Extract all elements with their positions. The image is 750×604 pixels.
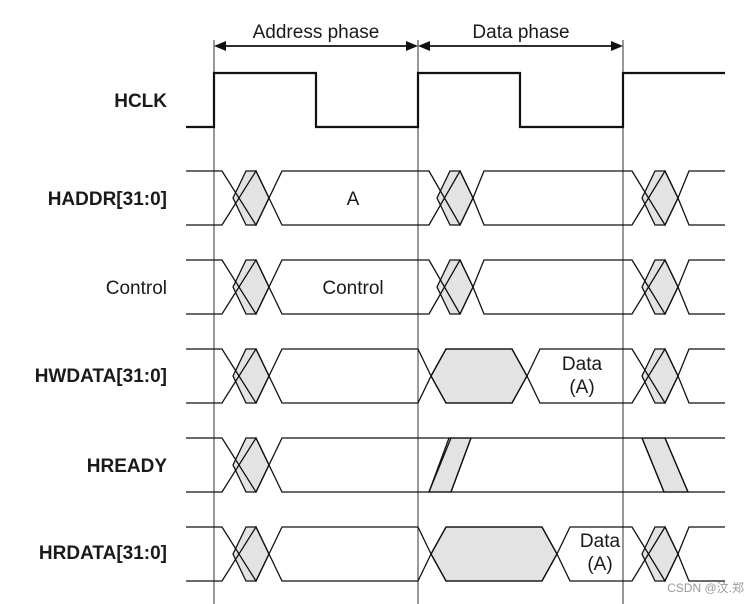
hrdata-waveform xyxy=(186,525,725,583)
signal-label-hwdata: HWDATA[31:0] xyxy=(35,366,167,387)
haddr-value: A xyxy=(347,189,360,210)
clock-edge-guides xyxy=(213,40,624,604)
hwdata-value-line2: (A) xyxy=(569,377,594,398)
haddr-waveform xyxy=(186,169,725,227)
hwdata-value-line1: Data xyxy=(562,354,603,375)
signal-label-haddr: HADDR[31:0] xyxy=(48,189,167,210)
hwdata-waveform xyxy=(186,347,725,405)
signal-label-control: Control xyxy=(106,278,167,299)
hready-waveform xyxy=(186,436,725,494)
control-waveform xyxy=(186,258,725,316)
hrdata-value-line2: (A) xyxy=(587,554,612,575)
signal-label-hready: HREADY xyxy=(87,456,168,477)
hrdata-value-line1: Data xyxy=(580,531,621,552)
control-value: Control xyxy=(322,278,383,299)
address-phase-arrow xyxy=(214,41,418,51)
address-phase-label: Address phase xyxy=(253,22,380,43)
hclk-waveform xyxy=(186,71,725,129)
data-phase-arrow xyxy=(418,41,623,51)
watermark-text: CSDN @汶.郑 xyxy=(667,580,744,595)
signal-label-hclk: HCLK xyxy=(114,91,167,112)
signal-label-hrdata: HRDATA[31:0] xyxy=(39,543,167,564)
data-phase-label: Data phase xyxy=(472,22,569,43)
